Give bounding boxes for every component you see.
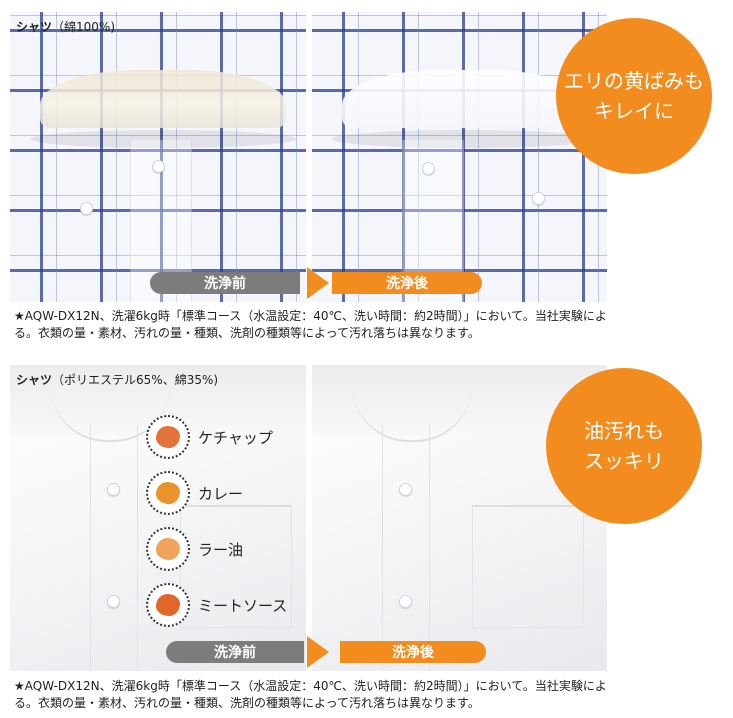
stain-item: カレー [146,471,243,515]
callout-circle: 油汚れも スッキリ [546,368,702,524]
stain-icon [146,583,190,627]
arrow-icon [307,267,329,299]
clean-collar [342,70,587,128]
comparison-photo-cotton-shirt: シャツ（綿100%) 洗浄前 洗浄後 [10,12,607,302]
after-label: 洗浄後 [340,641,486,663]
comparison-photo-blend-shirt: シャツ（ポリエステル65%、綿35%) ケチャップ カレー ラー油 ミートソース… [10,365,607,671]
shirt-button [107,595,120,608]
arrow-icon [307,636,329,668]
after-label: 洗浄後 [332,272,482,294]
stain-icon [146,527,190,571]
stain-item: ケチャップ [146,415,273,459]
stain-label: ケチャップ [198,428,273,447]
stain-item: ミートソース [146,583,287,627]
stain-item: ラー油 [146,527,243,571]
shirt-button [399,483,412,496]
shirt-pocket [472,505,584,628]
stain-icon [146,415,190,459]
yellowed-collar [40,70,286,128]
panel-title: シャツ（綿100%) [16,20,116,34]
stain-blot [156,482,180,504]
shirt-placket [90,425,138,671]
callout-circle: エリの黄ばみも キレイに [556,18,712,174]
photo-divider [306,12,312,302]
before-photo [10,12,306,302]
stain-label: カレー [198,484,244,503]
shirt-button [80,202,93,215]
shirt-button [532,192,545,205]
stain-label: ラー油 [198,540,244,559]
stain-icon [146,471,190,515]
shirt-placket [382,425,430,671]
stain-blot [156,538,180,560]
footnote: ★AQW-DX12N、洗濯6kg時「標準コース（水温設定：40℃、洗い時間：約2… [14,309,607,340]
stain-blot [156,426,180,448]
shirt-button [399,595,412,608]
stain-blot [156,594,180,616]
before-label: 洗浄前 [150,272,300,294]
after-photo [312,12,607,302]
shirt-button [152,160,165,173]
before-label: 洗浄前 [166,641,304,663]
shirt-button [107,483,120,496]
panel-title: シャツ（ポリエステル65%、綿35%) [16,373,219,387]
shirt-button [422,162,435,175]
stain-label: ミートソース [198,596,288,615]
footnote: ★AQW-DX12N、洗濯6kg時「標準コース（水温設定：40℃、洗い時間：約2… [14,679,607,710]
photo-divider [306,365,312,671]
